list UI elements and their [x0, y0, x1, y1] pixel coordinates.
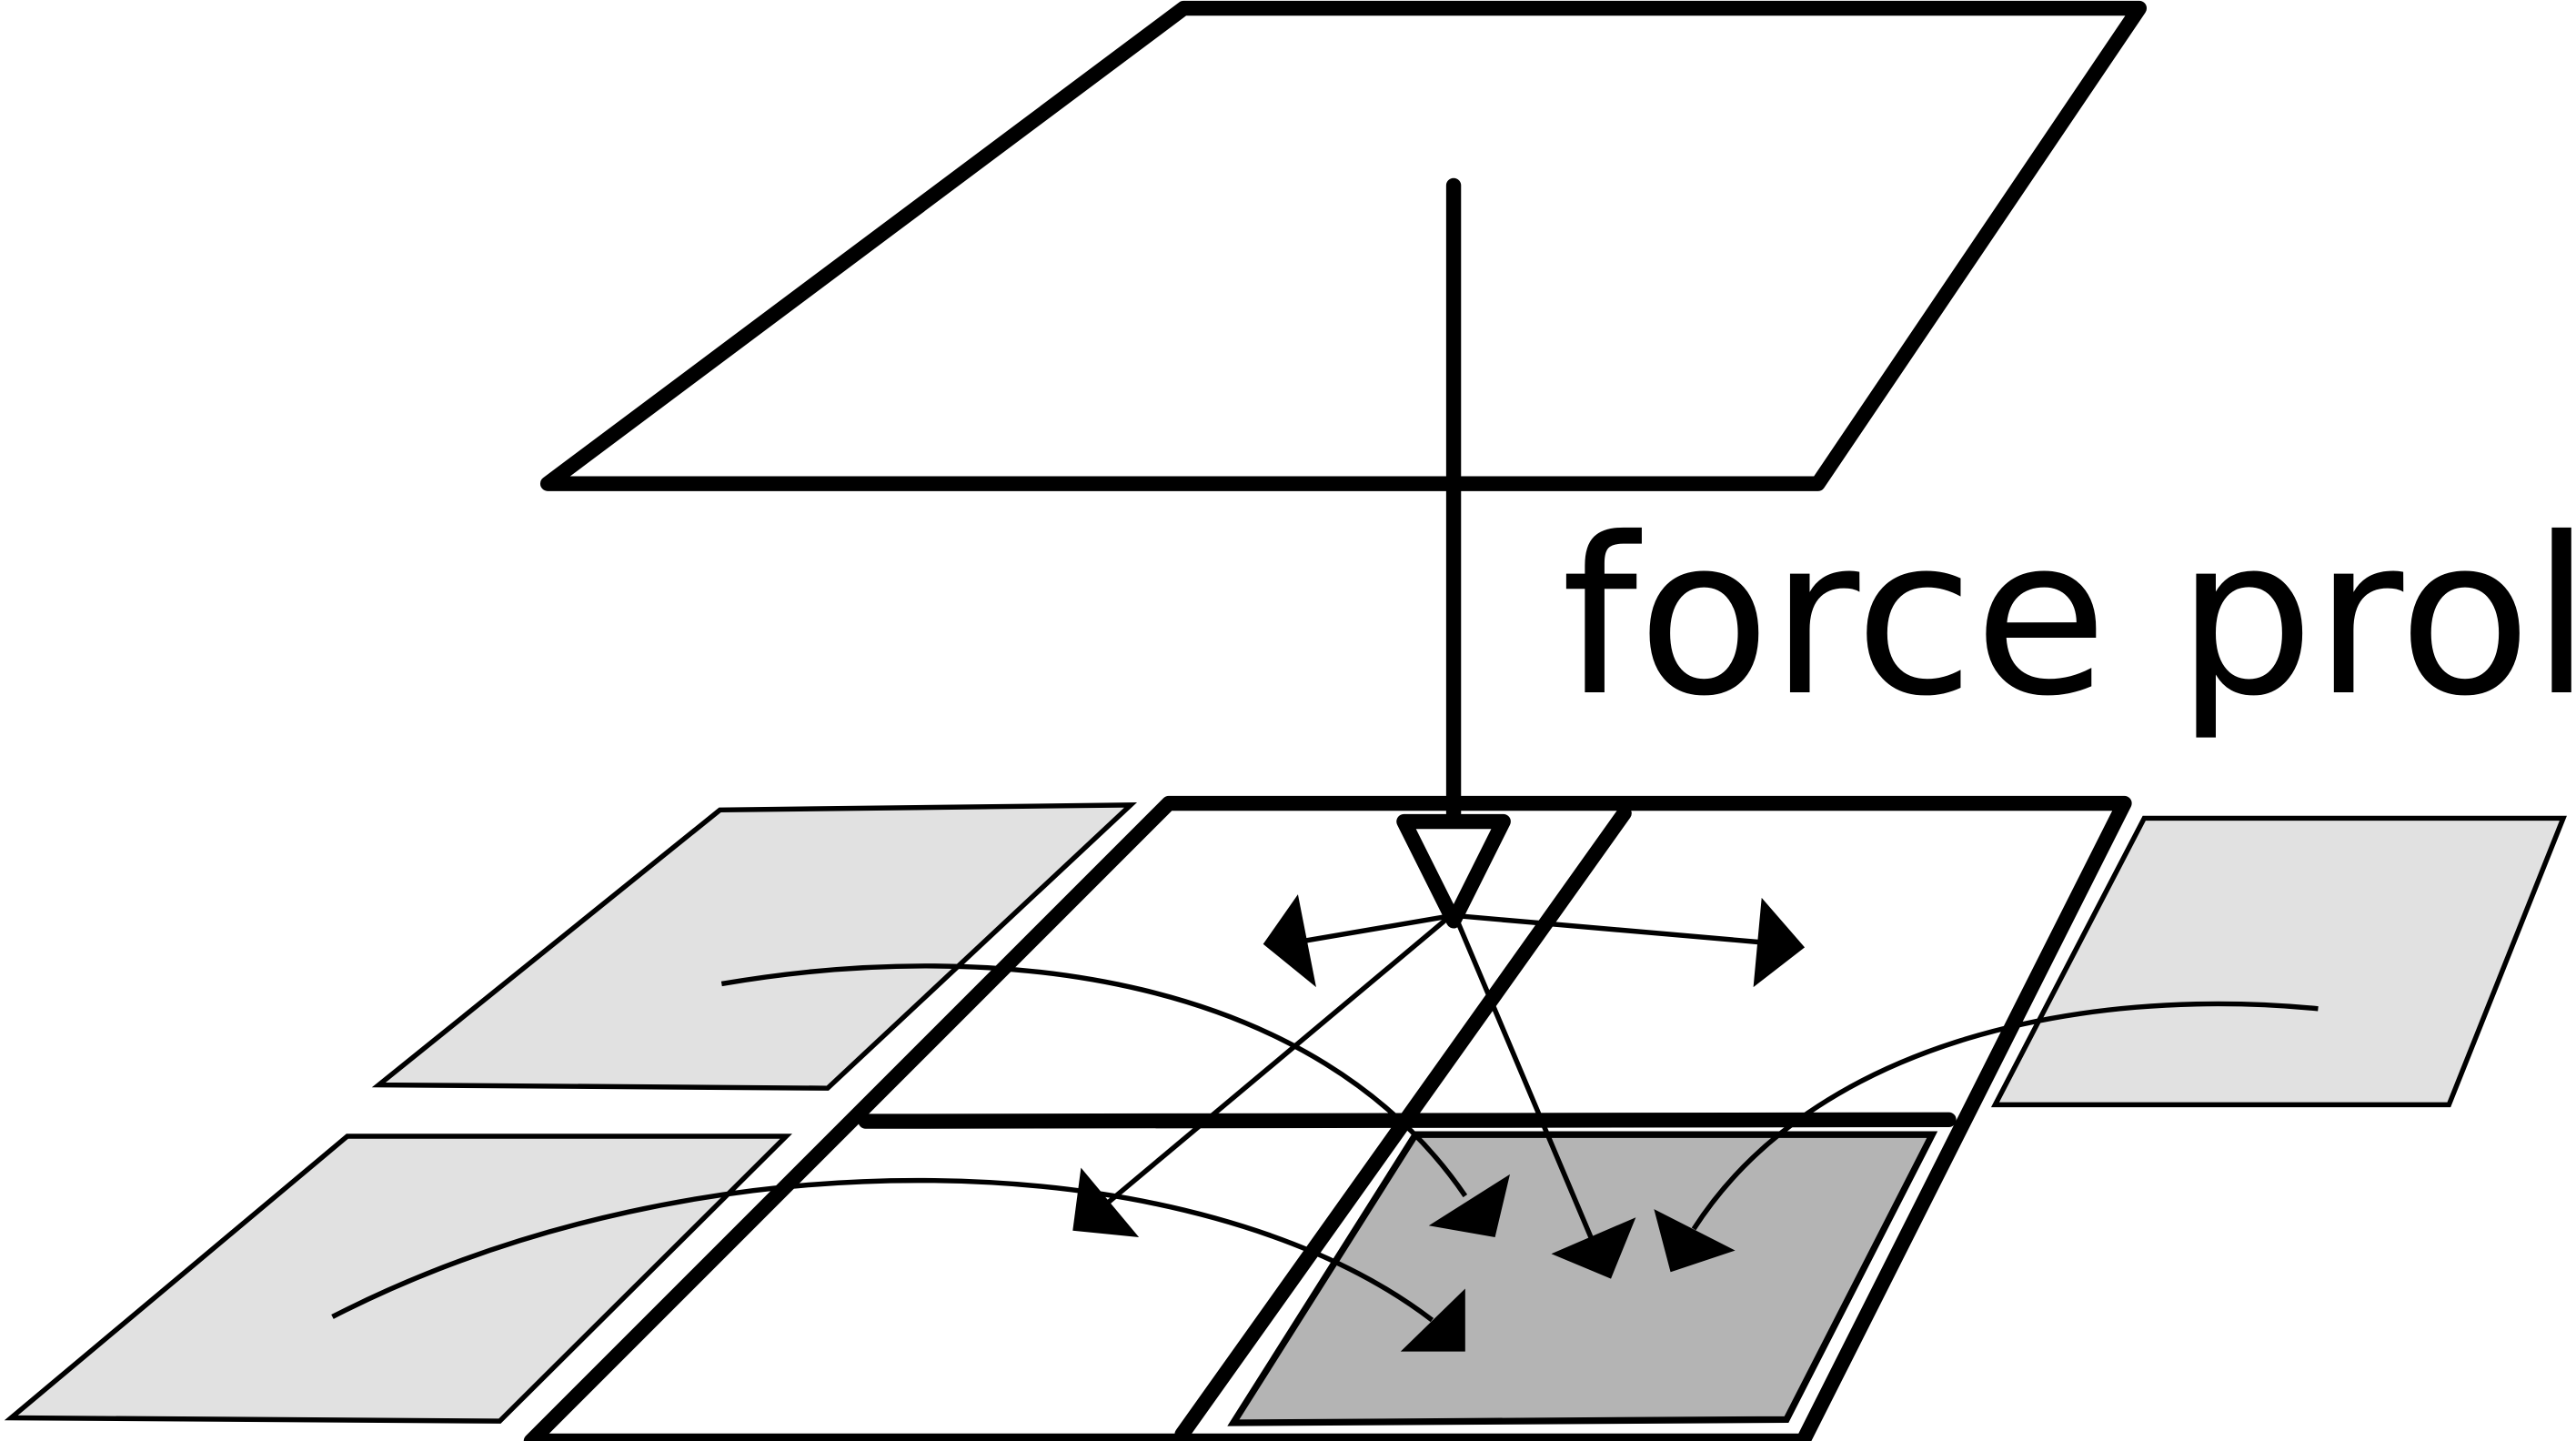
arrowhead-target-a	[1428, 1174, 1510, 1238]
coarse-grid-cell	[539, 0, 2148, 491]
neighbor-patch-lower-left	[4, 1134, 792, 1424]
link-to-right	[1458, 913, 1764, 945]
fine-grid-outline	[523, 795, 2132, 1441]
curve-upper-left-to-target	[720, 963, 1468, 1198]
neighbor-patch-right	[1990, 815, 2567, 1108]
arrowhead-lower-left	[1072, 1167, 1140, 1238]
curve-lower-left-to-target	[331, 1177, 1434, 1323]
arrowhead-target-b	[1551, 1217, 1636, 1279]
fine-node-links	[1102, 913, 1764, 1247]
curve-right-to-target	[1691, 1001, 2319, 1231]
fine-grid-inner-horizontal	[858, 1112, 1957, 1129]
arrowhead-right	[1753, 897, 1806, 988]
arrowhead-left	[1263, 894, 1316, 988]
neighbor-contribution-curves	[331, 963, 2319, 1323]
arrowheads	[1072, 894, 1806, 1352]
force-prolongation-label: force prolongation	[1561, 492, 2576, 744]
neighbor-patch-upper-left	[371, 802, 1138, 1091]
arrowhead-target-c	[1654, 1209, 1736, 1273]
link-to-lower-left	[1102, 913, 1453, 1208]
prolongation-arrowhead	[1396, 813, 1511, 929]
link-to-lower-right	[1453, 914, 1597, 1247]
link-to-left	[1303, 913, 1451, 943]
